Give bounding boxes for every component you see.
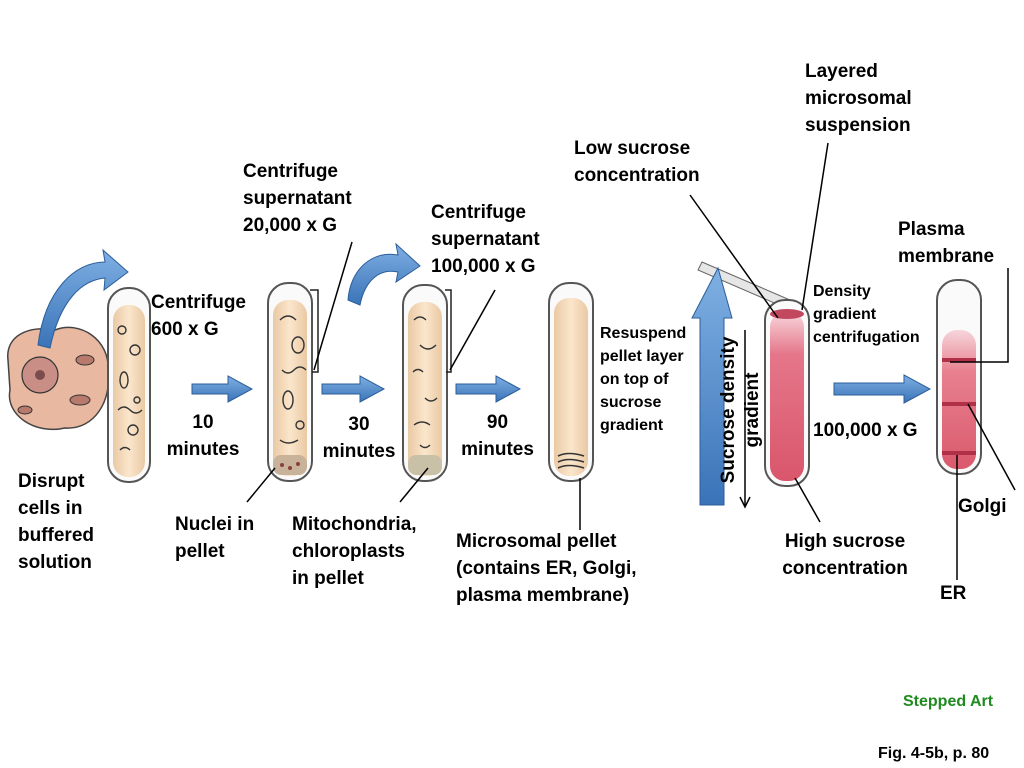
label-golgi: Golgi	[958, 496, 1007, 517]
tube-1	[107, 287, 151, 483]
label-sucrose-density: Sucrose density gradient	[718, 336, 763, 484]
label-microsomal-pellet: Microsomal pellet (contains ER, Golgi, p…	[456, 531, 637, 606]
arrow-3	[455, 375, 522, 403]
tube-4	[548, 282, 594, 482]
label-resuspend: Resuspend pellet layer on top of sucrose…	[600, 325, 687, 434]
arrow-1	[191, 375, 254, 403]
label-time-10: 10 minutes	[166, 412, 240, 460]
stepped-art-label: Stepped Art	[903, 693, 994, 710]
arrow-2	[321, 375, 386, 403]
label-disrupt: Disrupt cells in buffered solution	[18, 471, 94, 573]
cell-illustration	[7, 326, 110, 431]
figure-reference: Fig. 4-5b, p. 80	[878, 745, 990, 762]
label-supernatant-100000: Centrifuge supernatant 100,000 x G	[431, 202, 540, 277]
label-100000-g: 100,000 x G	[813, 420, 918, 441]
curved-arrow-1	[37, 248, 129, 349]
label-high-sucrose: High sucrose concentration	[782, 531, 908, 579]
tube-2	[267, 282, 319, 482]
tube-6	[936, 279, 982, 475]
leader-lines	[246, 142, 1016, 580]
tube-3	[402, 284, 452, 482]
label-nuclei: Nuclei in pellet	[175, 514, 255, 562]
label-time-30: 30 minutes	[322, 414, 396, 462]
curved-arrow-2	[347, 242, 421, 306]
label-er: ER	[940, 583, 967, 604]
gradient-arrow	[691, 266, 733, 506]
label-plasma-membrane: Plasma membrane	[898, 219, 995, 267]
label-layered: Layered microsomal suspension	[805, 61, 912, 136]
label-centrifuge-600: Centrifuge 600 x G	[151, 292, 246, 340]
arrow-4	[833, 374, 932, 404]
label-supernatant-20000: Centrifuge supernatant 20,000 x G	[243, 161, 352, 236]
label-density-gradient: Density gradient centrifugation	[813, 283, 920, 346]
label-mito: Mitochondria, chloroplasts in pellet	[292, 514, 417, 589]
label-time-90: 90 minutes	[461, 412, 534, 460]
tube-5	[764, 299, 810, 487]
label-low-sucrose: Low sucrose concentration	[574, 138, 700, 186]
